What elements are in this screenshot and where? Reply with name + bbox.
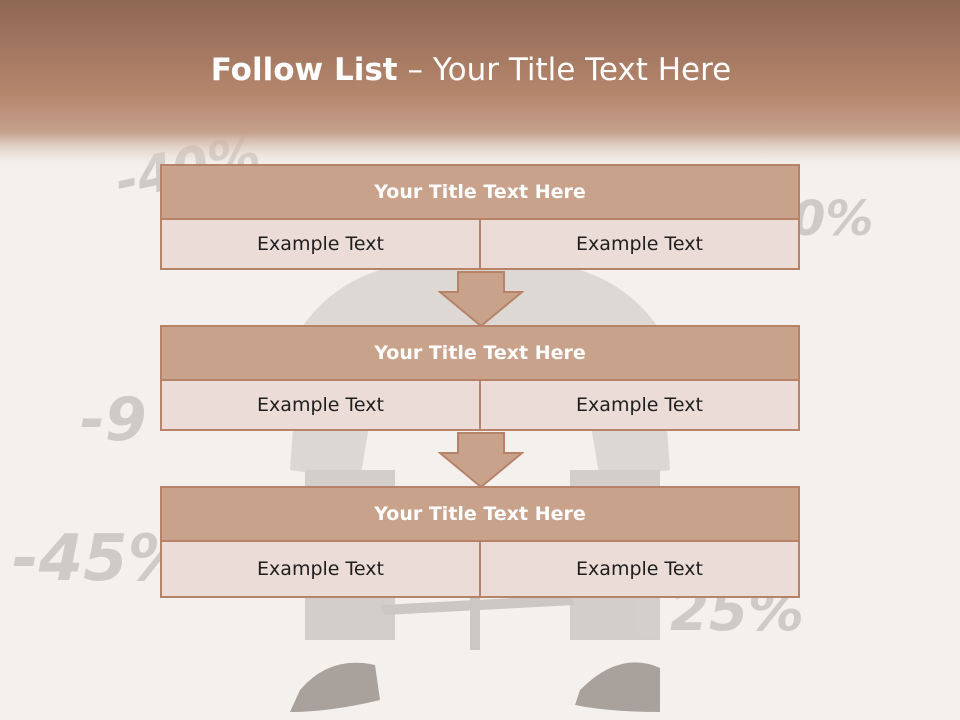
list-block-2: Your Title Text Here Example Text Exampl… [160, 325, 800, 431]
list-block-1: Your Title Text Here Example Text Exampl… [160, 164, 800, 270]
slide-title: Follow List – Your Title Text Here [0, 52, 942, 88]
svg-text:0%: 0% [792, 191, 874, 247]
list-block-3: Your Title Text Here Example Text Exampl… [160, 486, 800, 598]
block-left-text: Example Text [160, 220, 481, 270]
block-left-text: Example Text [160, 381, 481, 431]
title-rest: – Your Title Text Here [407, 52, 732, 88]
down-arrow-icon [438, 432, 524, 489]
block-right-text: Example Text [481, 381, 800, 431]
block-left-text: Example Text [160, 542, 481, 598]
block-title: Your Title Text Here [160, 486, 800, 542]
block-right-text: Example Text [481, 542, 800, 598]
block-title: Your Title Text Here [160, 164, 800, 220]
svg-text:-9: -9 [80, 385, 147, 455]
down-arrow-icon [438, 271, 524, 328]
title-bold: Follow List [210, 52, 398, 88]
block-title: Your Title Text Here [160, 325, 800, 381]
block-right-text: Example Text [481, 220, 800, 270]
